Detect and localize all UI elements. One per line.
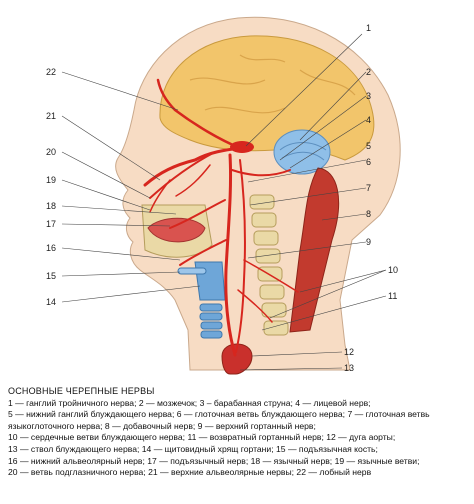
callout-11: 11 [388, 291, 397, 301]
caption-line: 20 — ветвь подглазничного нерва; 21 — ве… [8, 467, 372, 478]
hyoid-bone [177, 267, 207, 275]
callout-20: 20 [46, 147, 56, 157]
cranial-nerves-illustration: 1 2 3 4 5 6 7 8 9 10 11 12 13 14 15 16 1… [46, 16, 401, 375]
caption-line: 1 — ганглий тройничного нерва; 2 — мозже… [8, 397, 371, 408]
callout-22: 22 [46, 67, 56, 77]
leader-lines [61, 33, 387, 371]
brain-folds [189, 54, 356, 114]
callout-14: 14 [46, 297, 56, 307]
callout-8: 8 [366, 209, 371, 219]
caption-line: 16 — нижний альвеолярный нерв; 17 — подъ… [8, 455, 420, 466]
brain [159, 35, 375, 161]
callout-6: 6 [366, 157, 371, 167]
callout-13: 13 [344, 363, 354, 373]
caption-line: языкоглоточного нерва; 8 — добавочный не… [8, 420, 316, 431]
caption-line: 13 — ствол блуждающего нерва; 14 — щитов… [8, 443, 378, 454]
callout-5: 5 [366, 141, 371, 151]
callout-17: 17 [46, 219, 56, 229]
callout-2: 2 [366, 67, 371, 77]
callout-1: 1 [366, 23, 371, 33]
callout-12: 12 [344, 347, 354, 357]
callout-9: 9 [366, 237, 371, 247]
callout-3: 3 [366, 91, 371, 101]
callout-15: 15 [46, 271, 56, 281]
trigeminal-ganglion [230, 141, 254, 153]
callout-4: 4 [366, 115, 371, 125]
caption: ОСНОВНЫЕ ЧЕРЕПНЫЕ НЕРВЫ 1 — ганглий трой… [8, 386, 468, 479]
callout-18: 18 [46, 201, 56, 211]
callout-21: 21 [46, 111, 56, 121]
callout-16: 16 [46, 243, 56, 253]
caption-line: 10 — сердечные ветви блуждающего нерва; … [8, 432, 396, 443]
cranial-nerves [143, 78, 299, 357]
callout-19: 19 [46, 175, 56, 185]
callout-10: 10 [388, 265, 398, 275]
callout-7: 7 [366, 183, 371, 193]
tongue [147, 217, 206, 243]
caption-line: 5 — нижний ганглий блуждающего нерва; 6 … [8, 409, 430, 420]
caption-title: ОСНОВНЫЕ ЧЕРЕПНЫЕ НЕРВЫ [8, 386, 155, 396]
neck-muscle [289, 167, 339, 333]
